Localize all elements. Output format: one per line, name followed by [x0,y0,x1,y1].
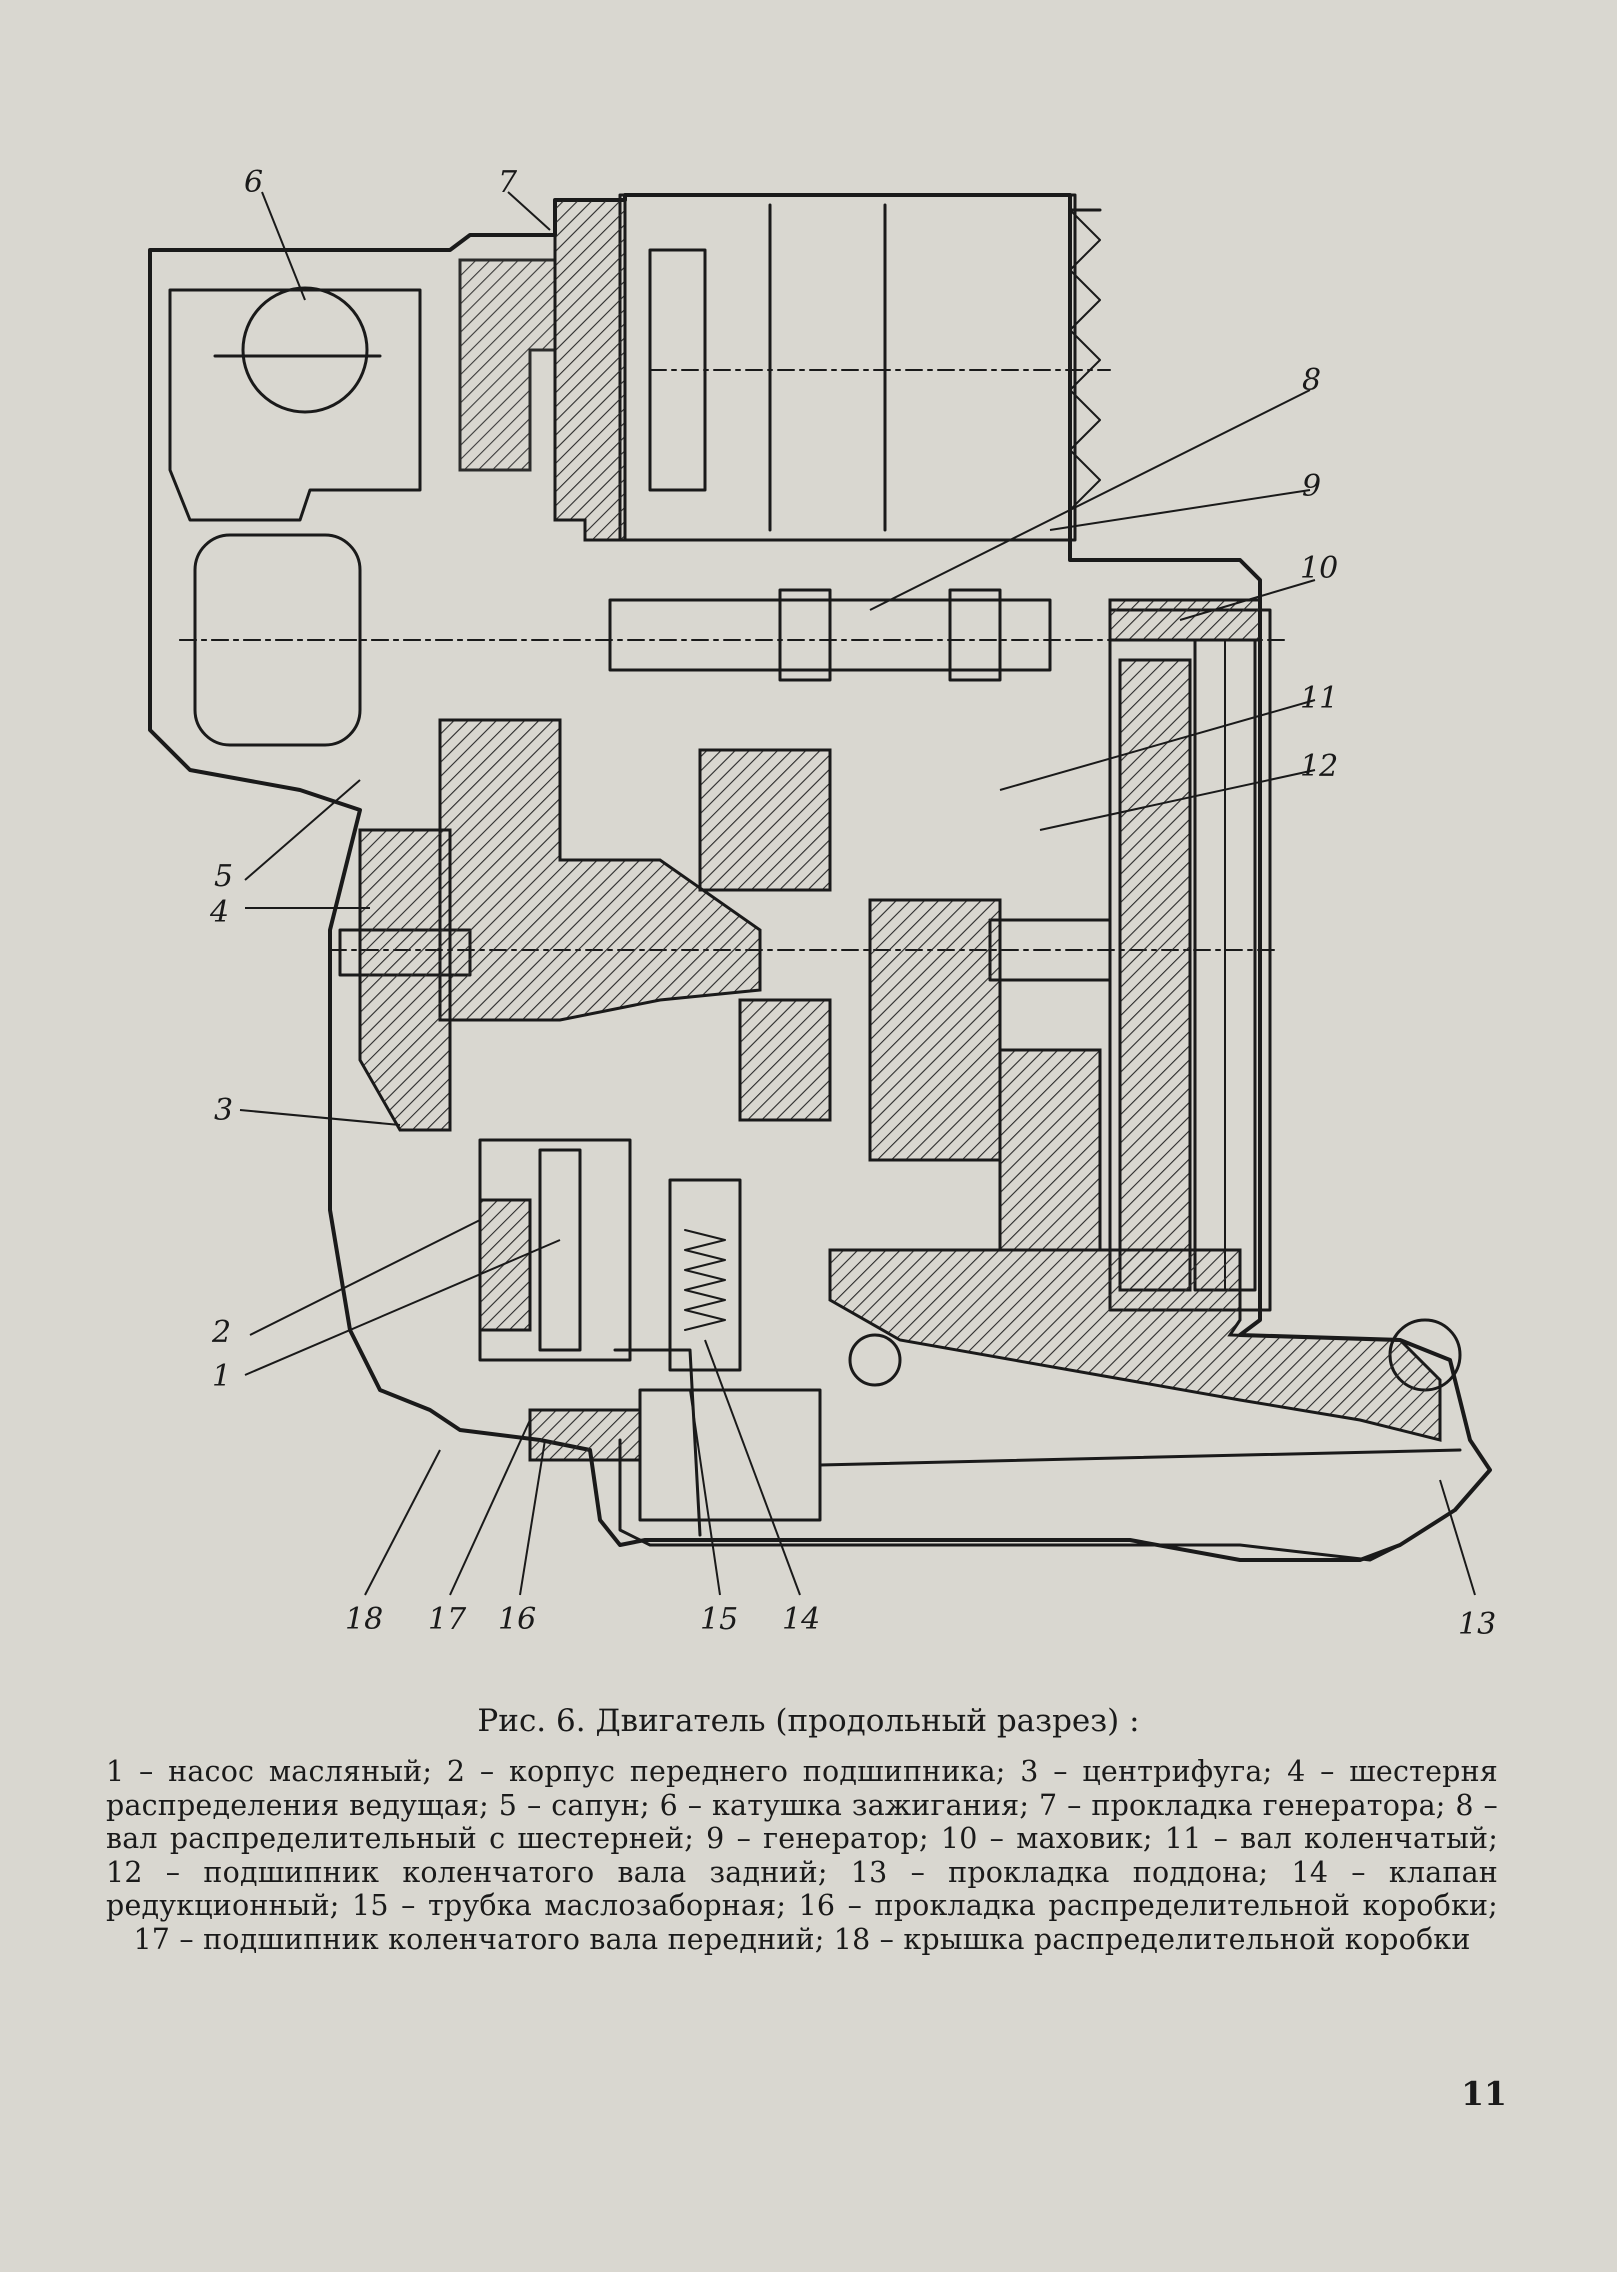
callout-label: 9 [1302,469,1322,504]
callout-label: 3 [214,1093,234,1128]
callout-label: 16 [498,1602,537,1637]
callout-label: 11 [1300,681,1339,716]
callout-label: 2 [212,1315,232,1350]
callout-label: 4 [210,895,230,930]
callout-label: 1 [212,1359,232,1394]
callout-label: 7 [498,165,518,200]
callout-label: 18 [345,1602,384,1637]
callout-label: 5 [214,859,234,894]
callout-label: 8 [1302,363,1322,398]
callout-label: 12 [1300,749,1339,784]
callout-label: 13 [1458,1607,1497,1642]
callout-label: 15 [700,1602,739,1637]
callout-label: 14 [782,1602,821,1637]
figure-caption-title: Рис. 6. Двигатель (продольный разрез) : [477,1703,1140,1739]
callout-label: 17 [428,1602,467,1637]
callout-label: 6 [244,165,264,200]
callout-label: 10 [1300,551,1339,586]
figure-legend: 1 – насос масляный; 2 – корпус переднего… [106,1755,1498,1956]
engine-cross-section-drawing [148,191,1492,1596]
page-number: 11 [1461,2074,1507,2113]
